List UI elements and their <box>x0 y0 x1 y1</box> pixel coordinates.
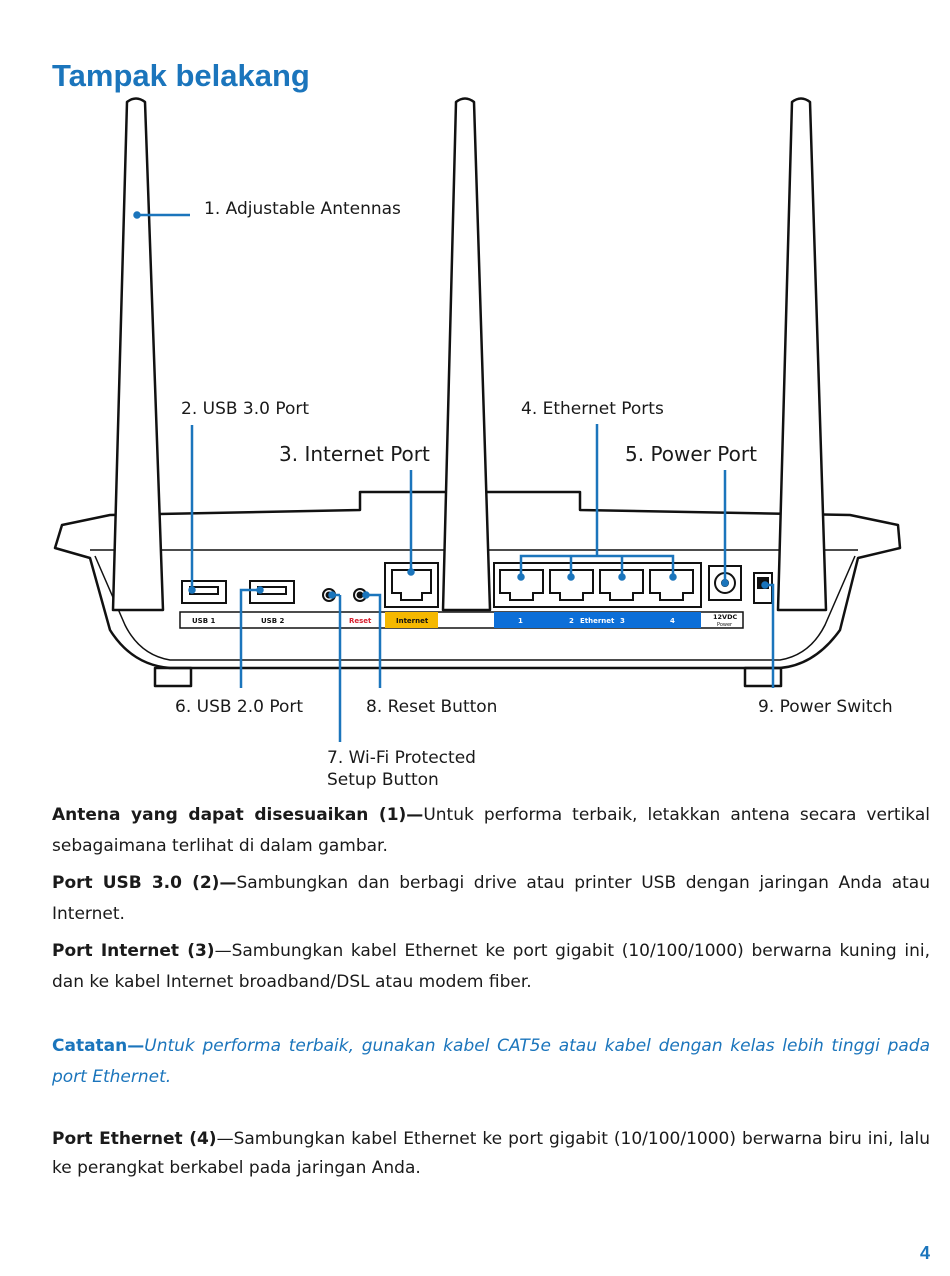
ethernet-port-3 <box>599 569 644 601</box>
router-label-eth4: 4 <box>670 617 675 625</box>
router-label-power-word: Power <box>717 622 733 628</box>
page-title: Tampak belakang <box>52 58 310 93</box>
page-number: 4 <box>919 1243 930 1263</box>
paragraph-usb3: Port USB 3.0 (2)—Sambungkan dan berbagi … <box>52 868 930 930</box>
text-ethernet: —Sambungkan kabel Ethernet ke port gigab… <box>52 1129 930 1178</box>
callout-internet: 3. Internet Port <box>279 442 430 466</box>
router-label-eth3: 3 <box>620 617 625 625</box>
paragraph-antennas: Antena yang dapat disesuaikan (1)—Untuk … <box>52 800 930 862</box>
callout-reset: 8. Reset Button <box>366 697 498 717</box>
router-label-usb2: USB 2 <box>261 617 284 625</box>
callout-power-switch: 9. Power Switch <box>758 697 893 717</box>
antenna-left <box>111 97 165 612</box>
router-body <box>53 490 902 670</box>
text-usb3: Sambungkan dan berbagi drive atau printe… <box>52 873 930 924</box>
callout-wps-line2: Setup Button <box>327 770 439 790</box>
paragraph-ethernet: Port Ethernet (4)—Sambungkan kabel Ether… <box>52 1125 930 1183</box>
router-rear-illustration: USB 1 USB 2 Reset Internet 1 2 Ethernet … <box>53 97 902 742</box>
callout-power-port: 5. Power Port <box>625 442 757 466</box>
antenna-right <box>776 97 828 612</box>
paragraph-note: Catatan—Untuk performa terbaik, gunakan … <box>52 1031 930 1093</box>
callout-antennas: 1. Adjustable Antennas <box>204 199 401 219</box>
router-label-ethernet: Ethernet <box>580 617 615 625</box>
callout-usb3: 2. USB 3.0 Port <box>181 399 310 419</box>
router-label-usb1: USB 1 <box>192 617 215 625</box>
ethernet-port-1 <box>499 569 544 601</box>
router-label-power-volt: 12VDC <box>713 613 737 621</box>
router-label-reset: Reset <box>349 617 372 625</box>
term-antennas: Antena yang dapat disesuaikan (1)— <box>52 805 424 825</box>
ethernet-label-bg <box>494 612 701 628</box>
antenna-center <box>441 97 492 612</box>
router-label-eth2: 2 <box>569 617 574 625</box>
ethernet-port-4 <box>649 569 694 601</box>
foot-right <box>743 666 783 688</box>
callout-wps-line1: 7. Wi-Fi Protected <box>327 748 476 768</box>
internet-label-bg <box>385 612 438 628</box>
term-usb3: Port USB 3.0 (2)— <box>52 873 237 893</box>
text-antennas: Untuk performa terbaik, letakkan antena … <box>52 805 930 856</box>
router-label-eth1: 1 <box>518 617 523 625</box>
text-internet: —Sambungkan kabel Ethernet ke port gigab… <box>52 941 930 992</box>
term-internet: Port Internet (3) <box>52 941 215 961</box>
paragraph-internet: Port Internet (3)—Sambungkan kabel Ether… <box>52 936 930 998</box>
callout-ethernet: 4. Ethernet Ports <box>521 399 664 419</box>
router-label-internet: Internet <box>396 617 429 625</box>
callout-usb2: 6. USB 2.0 Port <box>175 697 304 717</box>
term-note: Catatan— <box>52 1036 145 1056</box>
ethernet-port-2 <box>549 569 594 601</box>
term-ethernet: Port Ethernet (4) <box>52 1129 217 1149</box>
text-note: Untuk performa terbaik, gunakan kabel CA… <box>52 1036 930 1087</box>
foot-left <box>153 666 193 688</box>
